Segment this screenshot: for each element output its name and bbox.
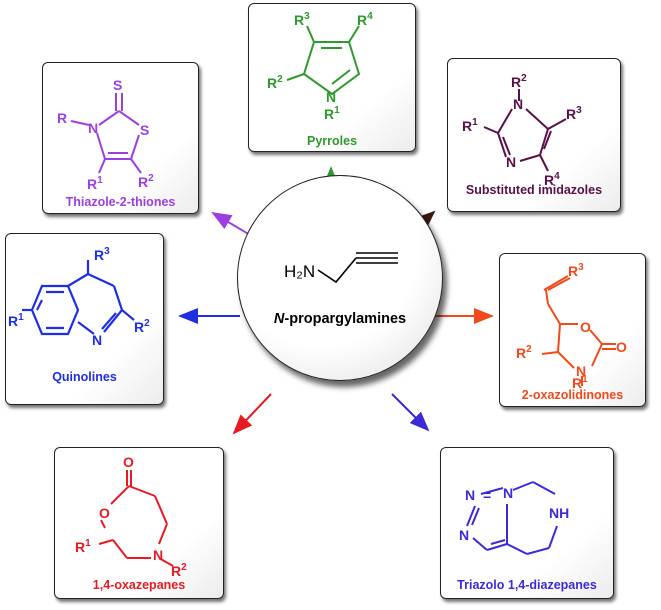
svg-text:R: R: [57, 110, 67, 126]
label-pyrroles: Pyrroles: [306, 134, 358, 148]
product-box-quinolines: R3 R1 N R2 Quinolines: [5, 233, 164, 405]
arrow-to-oxazepanes: [232, 393, 272, 435]
svg-text:=: =: [483, 487, 491, 503]
svg-text:N: N: [465, 487, 475, 503]
svg-text:R4: R4: [544, 171, 560, 188]
amine-label: H₂N: [284, 262, 315, 281]
svg-text:N: N: [576, 363, 586, 379]
label-imidazoles: Substituted imidazoles: [465, 183, 603, 197]
svg-text:N: N: [326, 89, 336, 105]
svg-text:R3: R3: [94, 246, 110, 263]
svg-text:O: O: [616, 339, 627, 355]
oxazepane-structure: O O R1 N R2: [75, 454, 187, 579]
svg-text:O: O: [123, 454, 134, 470]
label-triazolo: Triazolo 1,4-diazepanes: [457, 578, 597, 592]
svg-text:O: O: [99, 505, 110, 521]
svg-text:N: N: [153, 547, 163, 563]
svg-text:S: S: [140, 122, 149, 138]
center-title: N-propargylamines: [273, 311, 407, 327]
product-box-imidazoles: R2 N R1 R3 N R4 Substituted imidazoles: [447, 58, 621, 212]
svg-text:R2: R2: [134, 318, 150, 335]
svg-text:R1: R1: [87, 175, 103, 192]
quinoline-structure: R3 R1 N R2: [8, 246, 150, 348]
svg-text:R3: R3: [568, 262, 584, 279]
svg-text:R2: R2: [171, 562, 187, 579]
svg-text:R1: R1: [324, 105, 340, 122]
svg-text:R2: R2: [511, 73, 527, 90]
label-oxazolidinones: 2-oxazolidinones: [521, 388, 624, 402]
thiazole-structure: S R N S R1 R2: [57, 77, 154, 192]
imidazole-structure: R2 N R1 R3 N R4: [462, 73, 582, 188]
label-quinolines: Quinolines: [52, 370, 117, 384]
triazolo-diazepane-structure: N = N N NH: [459, 481, 569, 555]
svg-text:R2: R2: [516, 344, 532, 361]
pyrrole-structure: R3 R4 R2 N R1: [267, 11, 373, 122]
svg-text:R4: R4: [357, 11, 373, 28]
svg-text:N: N: [92, 332, 102, 348]
product-box-oxazolidinones: R3 O O R2 N R1 2-oxazolidinones: [499, 253, 646, 407]
product-box-thiazole: S R N S R1 R2 Thiazole-2-thiones: [42, 62, 199, 214]
label-oxazepanes: 1,4-oxazepanes: [92, 578, 186, 592]
svg-text:R2: R2: [267, 74, 283, 91]
svg-text:R2: R2: [138, 173, 154, 190]
svg-text:R1: R1: [75, 538, 91, 555]
svg-text:N: N: [513, 96, 523, 112]
product-box-oxazepanes: O O R1 N R2 1,4-oxazepanes: [54, 447, 224, 599]
svg-text:N: N: [503, 485, 513, 501]
svg-text:R1: R1: [8, 312, 24, 329]
svg-text:NH: NH: [549, 505, 569, 521]
svg-text:R1: R1: [462, 117, 478, 134]
product-box-triazolo: N = N N NH Triazolo 1,4-diazepanes: [440, 447, 614, 599]
label-thiazole: Thiazole-2-thiones: [65, 195, 176, 209]
svg-text:N: N: [506, 154, 516, 170]
arrow-to-triazolo: [391, 393, 430, 432]
oxazolidinone-structure: R3 O O R2 N R1: [516, 262, 627, 391]
svg-text:R3: R3: [566, 105, 582, 122]
svg-text:R3: R3: [294, 11, 310, 28]
svg-text:N: N: [459, 527, 469, 543]
svg-text:R1: R1: [572, 374, 588, 391]
product-box-pyrroles: R3 R4 R2 N R1 Pyrroles: [248, 3, 416, 152]
propargylamine-structure: H₂N: [284, 252, 398, 284]
svg-text:N: N: [88, 120, 98, 136]
svg-text:S: S: [113, 77, 122, 93]
center-reactant-circle: H₂N N-propargylamines: [237, 175, 443, 381]
svg-text:O: O: [580, 319, 591, 335]
